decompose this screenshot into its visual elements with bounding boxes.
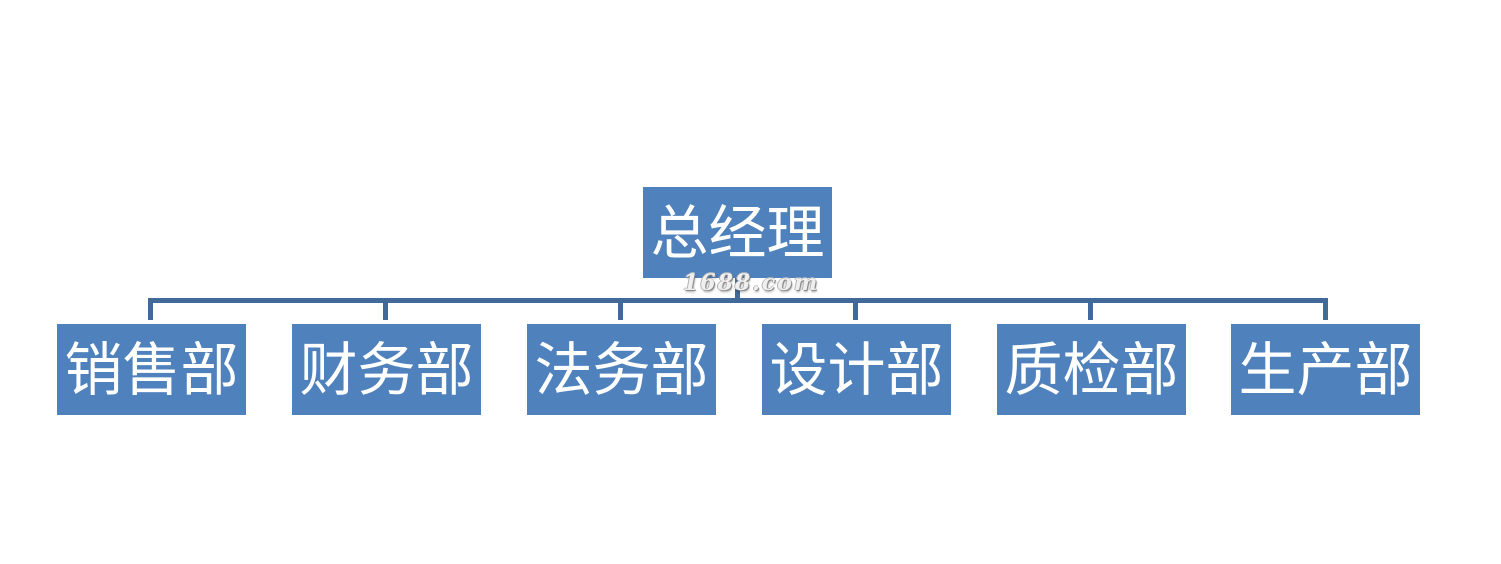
- node-sales[interactable]: 销售部: [57, 324, 246, 415]
- dept-connector-4: [853, 298, 858, 320]
- node-label: 质检部: [1004, 335, 1179, 404]
- dept-connector-1: [148, 298, 153, 320]
- node-label: 总经理: [650, 198, 825, 267]
- watermark: 1688.com: [683, 270, 820, 296]
- node-legal[interactable]: 法务部: [527, 324, 716, 415]
- dept-connector-6: [1323, 298, 1328, 320]
- node-label: 法务部: [534, 335, 709, 404]
- root-connector: [735, 278, 740, 300]
- dept-connector-2: [383, 298, 388, 320]
- node-production[interactable]: 生产部: [1231, 324, 1420, 415]
- dept-connector-5: [1088, 298, 1093, 320]
- node-design[interactable]: 设计部: [762, 324, 951, 415]
- dept-connector-3: [618, 298, 623, 320]
- node-finance[interactable]: 财务部: [292, 324, 481, 415]
- node-quality-inspection[interactable]: 质检部: [997, 324, 1186, 415]
- node-label: 销售部: [64, 335, 239, 404]
- horizontal-connector: [148, 298, 1328, 303]
- node-label: 生产部: [1238, 335, 1413, 404]
- node-label: 设计部: [769, 335, 944, 404]
- node-general-manager[interactable]: 总经理: [643, 187, 832, 278]
- node-label: 财务部: [299, 335, 474, 404]
